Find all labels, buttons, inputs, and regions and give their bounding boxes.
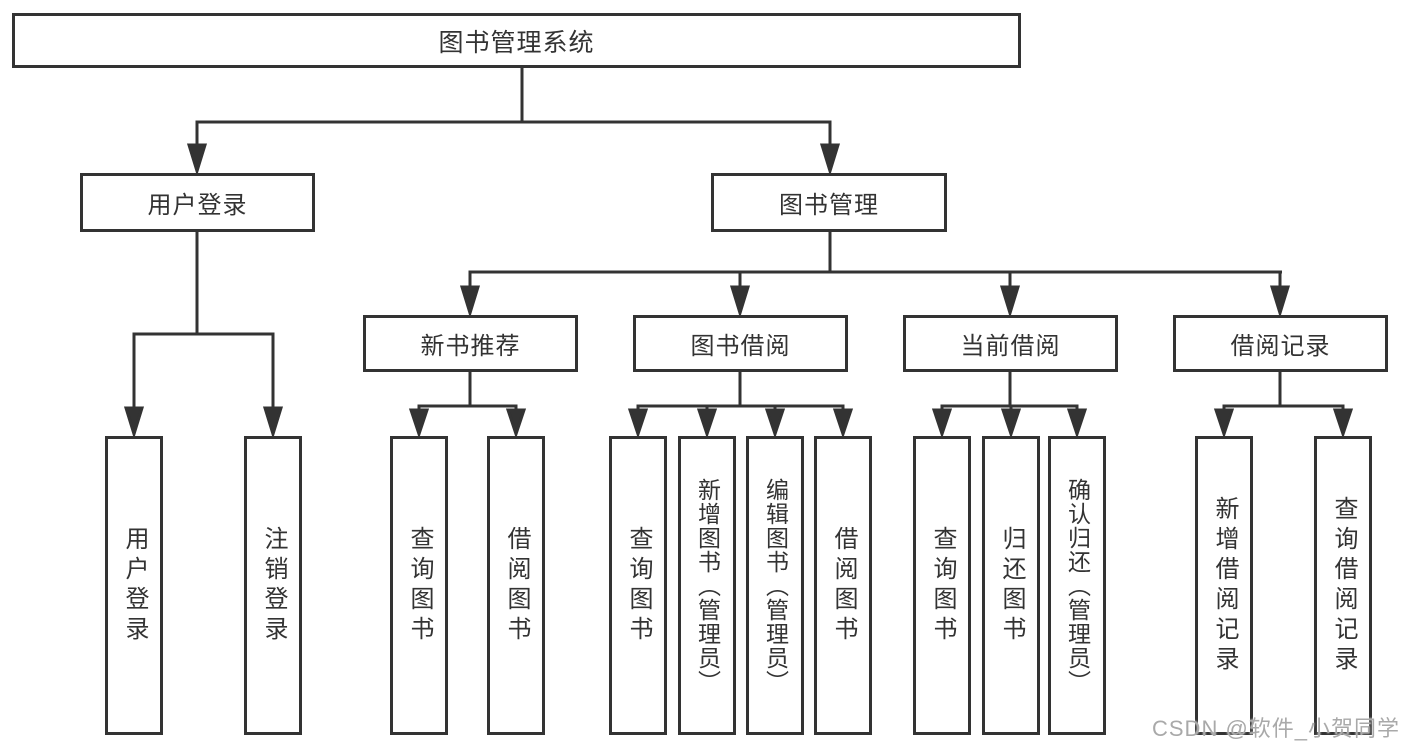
- leaf-borrow-borrow-books: 借阅图书: [814, 436, 872, 735]
- leaf-user-login: 用户登录: [105, 436, 163, 735]
- leaf-borrow-query-books: 查询图书: [609, 436, 667, 735]
- leaf-newrec-query-books: 查询图书: [390, 436, 448, 735]
- leaf-borrow-edit-books-admin: 编辑图书（管理员）: [746, 436, 804, 735]
- leaf-current-query-books: 查询图书: [913, 436, 971, 735]
- leaf-current-return-books: 归还图书: [982, 436, 1040, 735]
- leaf-records-add-record: 新增借阅记录: [1195, 436, 1253, 735]
- connector-book-borrow-to-leaves: [627, 372, 854, 439]
- connector-current-borrow-to-leaves: [931, 372, 1088, 439]
- node-current-borrow: 当前借阅: [903, 315, 1118, 372]
- connector-user-login-to-leaves: [123, 232, 284, 440]
- leaf-current-confirm-return-admin: 确认归还（管理员）: [1048, 436, 1106, 735]
- node-root-system: 图书管理系统: [12, 13, 1021, 68]
- leaf-logout: 注销登录: [244, 436, 302, 735]
- node-borrow-records: 借阅记录: [1173, 315, 1388, 372]
- leaf-borrow-add-books-admin: 新增图书（管理员）: [678, 436, 736, 735]
- node-book-management: 图书管理: [711, 173, 947, 232]
- connector-book-mgmt-to-level3: [459, 232, 1291, 319]
- node-new-book-recommend: 新书推荐: [363, 315, 578, 372]
- node-book-borrow: 图书借阅: [633, 315, 848, 372]
- leaf-records-query-record: 查询借阅记录: [1314, 436, 1372, 735]
- node-user-login: 用户登录: [80, 173, 315, 232]
- connector-root-to-level2: [186, 68, 841, 177]
- leaf-newrec-borrow-books: 借阅图书: [487, 436, 545, 735]
- csdn-watermark: CSDN @软件_小贺同学: [1152, 716, 1401, 741]
- connector-borrow-records-to-leaves: [1213, 372, 1354, 439]
- connector-new-book-rec-to-leaves: [408, 372, 527, 439]
